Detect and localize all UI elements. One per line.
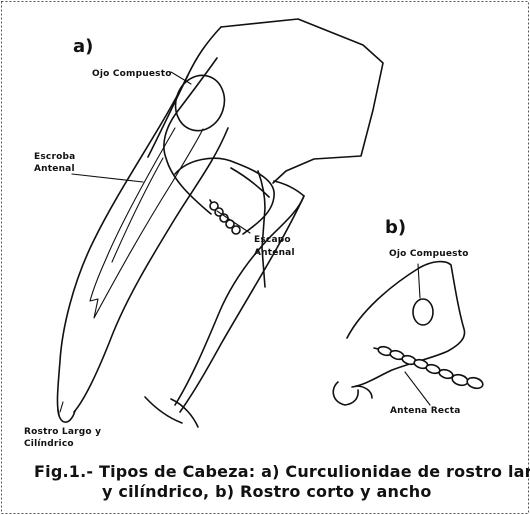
figure-caption-line2: y cilíndrico, b) Rostro corto y ancho <box>102 482 432 502</box>
antenna-b-segments <box>377 345 484 390</box>
leader-lines <box>60 72 430 412</box>
figure-caption-line1: Fig.1.- Tipos de Cabeza: a) Curculionida… <box>34 462 530 482</box>
compound-eye-a <box>169 69 232 137</box>
dorsal-head-curve <box>148 27 221 157</box>
leader-straight-antenna <box>405 372 430 405</box>
short-rostrum-head-drawing <box>333 262 484 405</box>
panel-b-label: b) <box>385 219 406 237</box>
compound-eye-label-a: Ojo Compuesto <box>92 70 172 79</box>
straight-antenna-label: Antena Recta <box>390 407 461 416</box>
long-rostrum-head-drawing <box>57 19 383 427</box>
thorax-curve <box>180 196 304 412</box>
gena-outline <box>164 58 217 214</box>
antennal-scrobe-label-line2: Antenal <box>34 165 75 174</box>
antennal-scape-label-line2: Antenal <box>254 249 295 258</box>
prothorax-outline <box>175 181 304 405</box>
leg-outline <box>171 399 198 427</box>
leader-compound-eye-b <box>418 264 420 298</box>
head-b-outline <box>347 262 465 387</box>
antennal-scrobe-groove <box>90 128 203 318</box>
leader-antennal-scrobe <box>72 174 143 182</box>
panel-a-label: a) <box>73 38 93 56</box>
long-rostrum-label-line1: Rostro Largo y <box>24 428 101 437</box>
leader-long-rostrum <box>60 402 63 412</box>
antennal-club-segments <box>210 202 240 234</box>
antennal-scrobe-label-line1: Escroba <box>34 153 75 162</box>
antennal-scape-label-line1: Escapo <box>254 236 291 245</box>
compound-eye-label-b: Ojo Compuesto <box>389 250 469 259</box>
long-rostrum-label-line2: Cilíndrico <box>24 440 74 449</box>
head-capsule-outline <box>221 19 383 183</box>
leg-tip <box>145 397 182 423</box>
mouthparts-b <box>333 382 358 405</box>
compound-eye-b <box>413 299 433 325</box>
